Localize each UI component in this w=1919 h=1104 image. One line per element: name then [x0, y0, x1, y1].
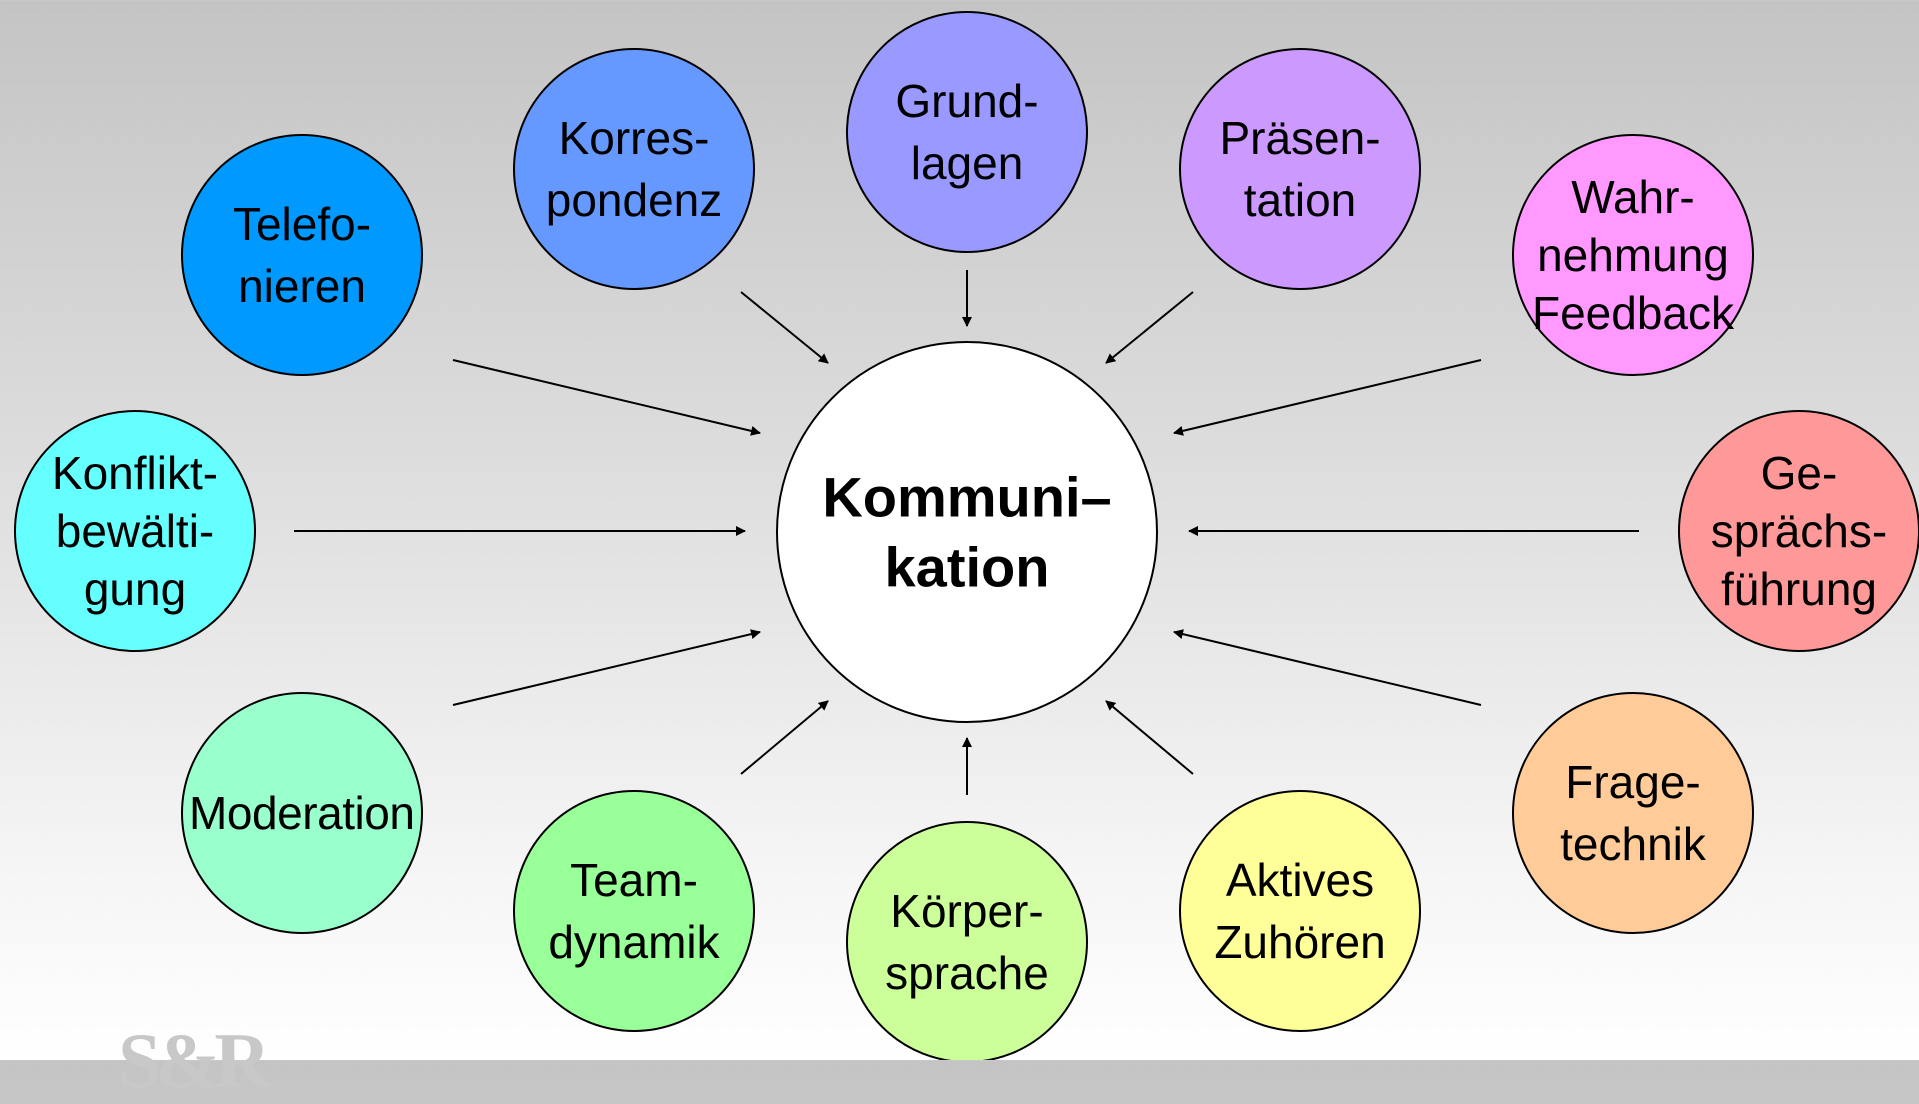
node-label-line: Körper-: [890, 885, 1043, 937]
node-circle: [1678, 410, 1919, 652]
arrow-telefonieren: [452, 359, 761, 436]
node-koerpersprache: Körper-sprache: [846, 821, 1088, 1060]
node-circle: [181, 134, 423, 376]
node-label-line: Grund-: [895, 75, 1038, 127]
node-circle: [181, 692, 423, 934]
node-label-line: technik: [1560, 818, 1707, 870]
node-label-line: Team-: [570, 854, 698, 906]
node-konfliktbewaeltigung: Konflikt-bewälti-gung: [14, 410, 256, 652]
node-circle: [1179, 790, 1421, 1032]
node-label-line: sprächs-: [1711, 505, 1887, 557]
node-circle: [846, 11, 1088, 253]
node-moderation: Moderation: [181, 692, 423, 934]
center-label-line: Kommuni–: [822, 466, 1111, 529]
node-label-line: lagen: [911, 137, 1024, 189]
node-label-line: nieren: [238, 260, 366, 312]
node-label-line: gung: [84, 563, 186, 615]
company-logo: S&R: [118, 1017, 271, 1104]
node-circle: [1512, 692, 1754, 934]
arrows: [294, 270, 1639, 795]
node-label-line: Konflikt-: [52, 447, 218, 499]
arrow-fragetechnik: [1173, 629, 1482, 706]
node-label-line: nehmung: [1537, 229, 1729, 281]
arrow-aktives-zuhoeren: [1105, 700, 1194, 775]
node-fragetechnik: Frage-technik: [1512, 692, 1754, 934]
node-label-line: Aktives: [1226, 854, 1374, 906]
node-label-line: Moderation: [189, 787, 415, 839]
node-circle: [14, 410, 256, 652]
node-circle: [1512, 134, 1754, 376]
node-teamdynamik: Team-dynamik: [513, 790, 755, 1032]
node-label-line: Feedback: [1532, 287, 1735, 339]
node-circle: [513, 48, 755, 290]
node-korrespondenz: Korres-pondenz: [513, 48, 755, 290]
node-label-line: Telefo-: [233, 198, 371, 250]
center-circle: [776, 341, 1158, 723]
node-label-line: pondenz: [546, 174, 723, 226]
node-label-line: Frage-: [1565, 756, 1700, 808]
node-label-line: Zuhören: [1214, 916, 1385, 968]
node-label-line: bewälti-: [56, 505, 215, 557]
node-label-line: Präsen-: [1219, 112, 1380, 164]
arrow-moderation: [452, 629, 761, 706]
node-label-line: führung: [1721, 563, 1877, 615]
nodes: Telefo-nieren Korres-pondenz Grund-lagen Pr…: [14, 11, 1919, 1060]
arrow-wahrnehmung: [1173, 359, 1482, 436]
center-label-line: kation: [885, 536, 1050, 599]
center-node: Kommuni– kation: [776, 341, 1158, 723]
node-label-line: dynamik: [548, 916, 720, 968]
node-label-line: Wahr-: [1571, 171, 1695, 223]
node-gespraechsfuehrung: Ge-sprächs-führung: [1678, 410, 1919, 652]
node-circle: [1179, 48, 1421, 290]
node-circle: [846, 821, 1088, 1060]
arrow-teamdynamik: [740, 700, 829, 775]
node-praesentation: Präsen-tation: [1179, 48, 1421, 290]
node-grundlagen: Grund-lagen: [846, 11, 1088, 253]
node-label-line: Korres-: [559, 112, 710, 164]
node-label-line: tation: [1244, 174, 1357, 226]
node-label-line: sprache: [885, 947, 1049, 999]
node-circle: [513, 790, 755, 1032]
node-label-line: Ge-: [1761, 447, 1838, 499]
node-telefonieren: Telefo-nieren: [181, 134, 423, 376]
arrow-korrespondenz: [740, 291, 829, 364]
arrow-praesentation: [1105, 291, 1194, 364]
communication-diagram: Telefo-nieren Korres-pondenz Grund-lagen Pr…: [14, 11, 1919, 1060]
